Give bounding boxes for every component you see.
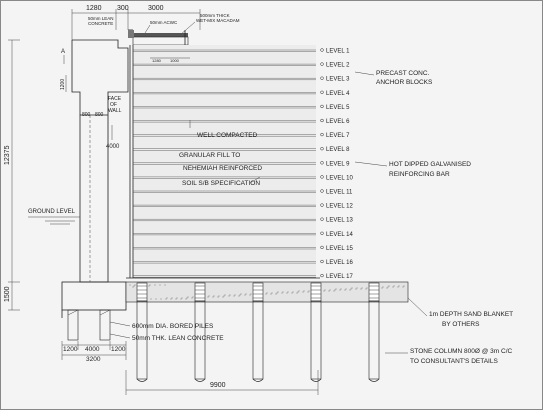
label-face-of-wall-3: WALL bbox=[108, 108, 122, 114]
level-label: LEVEL 12 bbox=[326, 204, 353, 210]
level-marker-icon bbox=[320, 132, 324, 137]
level-marker-icon bbox=[320, 231, 324, 235]
level-marker-icon bbox=[320, 175, 324, 179]
label-lean-concrete-top-1: 50mm LEAN bbox=[88, 16, 114, 21]
footing-piles bbox=[67, 309, 111, 341]
level-marker-icon bbox=[320, 104, 324, 109]
level-label: LEVEL 3 bbox=[326, 77, 350, 83]
level-label: LEVEL 1 bbox=[326, 49, 350, 55]
dim-3200-bottom: 3200 bbox=[86, 356, 101, 363]
level-label: LEVEL 15 bbox=[326, 246, 353, 252]
dim-9900: 9900 bbox=[210, 382, 226, 389]
level-marker-icon bbox=[320, 203, 324, 207]
level-label: LEVEL 8 bbox=[326, 147, 350, 153]
dim-1200-left: 1200 bbox=[60, 79, 66, 90]
dim-800-a: 800 bbox=[82, 112, 91, 118]
callout-lean: 50mm THK. LEAN CONCRETE bbox=[132, 335, 224, 342]
section-marker-a: A bbox=[61, 49, 65, 55]
top-dimension-line: 1280 300 3000 bbox=[71, 5, 201, 40]
level-label: LEVEL 5 bbox=[326, 105, 350, 111]
label-face-of-wall-2: OF bbox=[110, 102, 117, 108]
level-marker-icon bbox=[320, 48, 324, 52]
fill-note-line-4: SOIL S/B SPECIFICATION bbox=[182, 180, 260, 187]
road-pavement bbox=[128, 29, 189, 46]
callout-piles: 600mm DIA. BORED PILES bbox=[132, 323, 214, 330]
level-label: LEVEL 2 bbox=[326, 63, 350, 69]
fill-note-line-1: WELL COMPACTED bbox=[197, 132, 258, 139]
level-marker-icon bbox=[320, 62, 324, 66]
level-marker-icon bbox=[320, 161, 324, 165]
reinforcing-bar-lines bbox=[133, 49, 316, 278]
callout-galvanised-line-1: HOT DIPPED GALVANISED bbox=[389, 161, 471, 168]
level-marker-icon bbox=[320, 90, 324, 94]
sand-blanket bbox=[125, 277, 409, 303]
level-label: LEVEL 11 bbox=[326, 190, 353, 196]
dim-300-top: 300 bbox=[117, 5, 129, 12]
level-marker-icon bbox=[320, 189, 324, 193]
callout-sand-line-2: BY OTHERS bbox=[442, 321, 480, 328]
dim-1500: 1500 bbox=[4, 286, 11, 302]
label-lean-concrete-top-2: CONCRETE bbox=[88, 21, 113, 26]
callout-galvanised: HOT DIPPED GALVANISED REINFORCING BAR bbox=[354, 161, 471, 178]
callout-stone-line-2: TO CONSULTANT'S DETAILS bbox=[410, 358, 498, 365]
level-marker-icon bbox=[320, 147, 324, 151]
level-labels: LEVEL 1 LEVEL 2 LEVEL 3 LEVEL 4 LEVEL 5 LEVEL… bbox=[320, 48, 353, 280]
dim-4000-left: 4000 bbox=[106, 144, 120, 150]
stone-columns bbox=[136, 282, 380, 382]
stone-column bbox=[136, 282, 148, 382]
dim-1200-bottom-b: 1200 bbox=[111, 346, 126, 353]
label-macadam-2: WET-MIX MACADAM bbox=[196, 18, 240, 23]
label-macadam-1: 500mm THICK bbox=[200, 13, 230, 18]
dim-1280-small: 1280 bbox=[152, 58, 162, 63]
stone-column bbox=[368, 282, 380, 382]
level-label: LEVEL 14 bbox=[326, 232, 353, 238]
stone-column bbox=[310, 282, 322, 382]
level-label: LEVEL 16 bbox=[326, 260, 353, 266]
dim-800-b: 800 bbox=[95, 112, 104, 118]
fill-note-line-2: GRANULAR FILL TO bbox=[179, 152, 240, 159]
label-face-of-wall-1: FACE bbox=[108, 96, 122, 102]
label-ground-level: GROUND LEVEL bbox=[28, 209, 76, 215]
level-label: LEVEL 17 bbox=[326, 274, 353, 280]
level-marker-icon bbox=[320, 217, 324, 221]
level-marker-icon bbox=[320, 259, 324, 264]
level-label: LEVEL 13 bbox=[326, 218, 353, 224]
bottom-dimensions: 1200 4000 1200 3200 9900 bbox=[61, 341, 319, 395]
callout-stone-line-1: STONE COLUMN 800Ø @ 3m C/C bbox=[410, 348, 513, 355]
dim-3000-top: 3000 bbox=[148, 5, 164, 12]
level-label: LEVEL 4 bbox=[326, 91, 350, 97]
level-marker-icon bbox=[320, 273, 324, 278]
dim-1200-bottom-a: 1200 bbox=[63, 346, 78, 353]
dim-1000-small: 1000 bbox=[170, 58, 180, 63]
dim-1280-top: 1280 bbox=[86, 5, 102, 12]
callout-precast-line-1: PRECAST CONC. bbox=[376, 70, 430, 77]
level-label: LEVEL 6 bbox=[326, 119, 350, 125]
fill-note-line-3: NEHEMIAH REINFORCED bbox=[183, 165, 262, 172]
left-dimensions: 12375 1500 1200 800 800 FACE OF WALL 400… bbox=[4, 39, 122, 311]
ground-level-marker: GROUND LEVEL bbox=[28, 209, 80, 225]
level-label: LEVEL 7 bbox=[326, 133, 350, 139]
label-acwc: 50mm ACWC bbox=[150, 20, 178, 25]
stone-column bbox=[252, 282, 264, 382]
callout-precast: PRECAST CONC. ANCHOR BLOCKS bbox=[354, 70, 433, 86]
callout-sand-line-1: 1m DEPTH SAND BLANKET bbox=[429, 311, 513, 318]
level-marker-icon bbox=[320, 76, 324, 80]
level-label: LEVEL 10 bbox=[326, 175, 353, 181]
callout-stone: STONE COLUMN 800Ø @ 3m C/C TO CONSULTANT… bbox=[385, 348, 513, 365]
callout-galvanised-line-2: REINFORCING BAR bbox=[389, 171, 450, 178]
level-marker-icon bbox=[320, 118, 324, 123]
level-marker-icon bbox=[320, 245, 324, 250]
dim-12375: 12375 bbox=[4, 145, 11, 165]
reinforced-soil-zone: 1280 1000 bbox=[129, 45, 316, 278]
callout-sand: 1m DEPTH SAND BLANKET BY OTHERS bbox=[407, 297, 513, 328]
fill-note: WELL COMPACTED GRANULAR FILL TO NEHEMIAH… bbox=[179, 120, 262, 187]
callout-precast-line-2: ANCHOR BLOCKS bbox=[376, 79, 433, 86]
level-label: LEVEL 9 bbox=[326, 161, 350, 167]
stone-column bbox=[194, 282, 206, 382]
wall-footing-outline bbox=[61, 39, 129, 318]
dim-4000-bottom: 4000 bbox=[85, 346, 100, 353]
